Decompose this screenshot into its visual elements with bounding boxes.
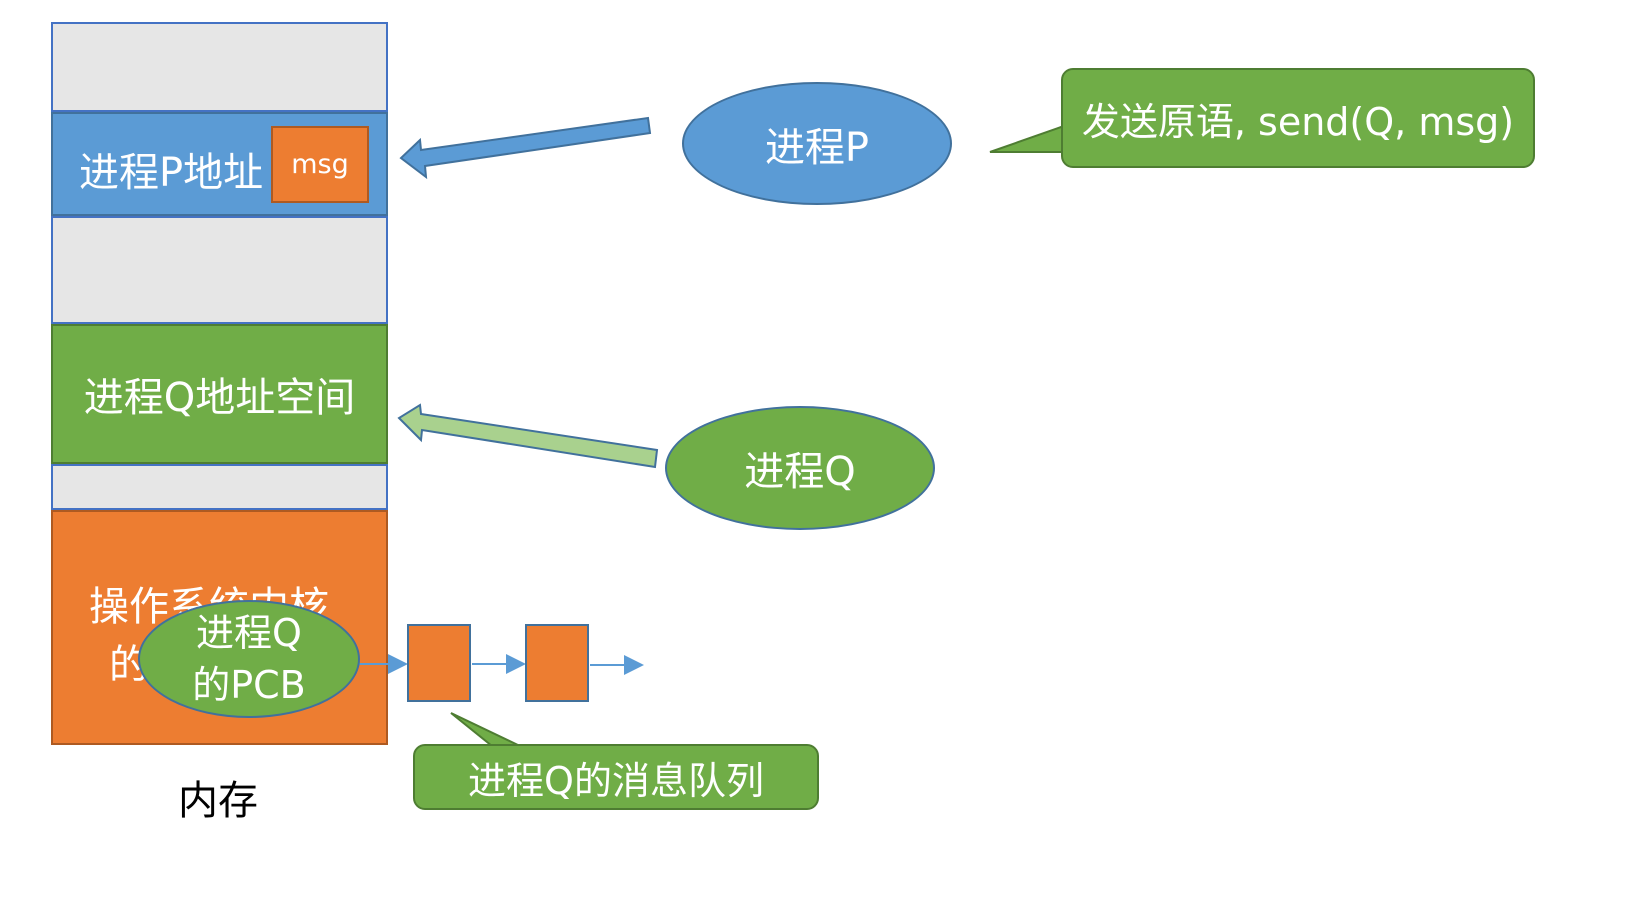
queued-message-2 [525,624,589,702]
arrow-q-to-memory [397,403,659,469]
memory-free-middle [51,216,388,324]
process-p-address-label: 进程P地址 [79,150,264,196]
arrow-p-to-memory [399,116,652,180]
message-block: msg [271,126,369,203]
process-p-label: 进程P [764,124,870,171]
process-q-oval: 进程Q [665,406,935,530]
pcb-label-line2: 的PCB [192,663,306,707]
message-queue-callout: 进程Q的消息队列 [413,744,819,810]
queue-callout-tail [450,712,521,747]
message-queue-text: 进程Q的消息队列 [468,758,764,803]
memory-free-top [51,22,388,112]
process-q-address-label: 进程Q地址空间 [83,375,356,421]
process-q-address-space: 进程Q地址空间 [51,324,388,464]
process-q-label: 进程Q [744,449,856,495]
process-p-oval: 进程P [682,82,952,205]
process-q-pcb-oval: 进程Q 的PCB [138,600,360,718]
send-primitive-text: 发送原语, send(Q, msg) [1081,99,1515,144]
queued-message-1 [407,624,471,702]
send-callout-tail [989,124,1065,153]
memory-free-lower [51,464,388,510]
pcb-label-line1: 进程Q [196,611,302,655]
send-primitive-callout: 发送原语, send(Q, msg) [1061,68,1535,168]
memory-caption: 内存 [178,778,258,824]
